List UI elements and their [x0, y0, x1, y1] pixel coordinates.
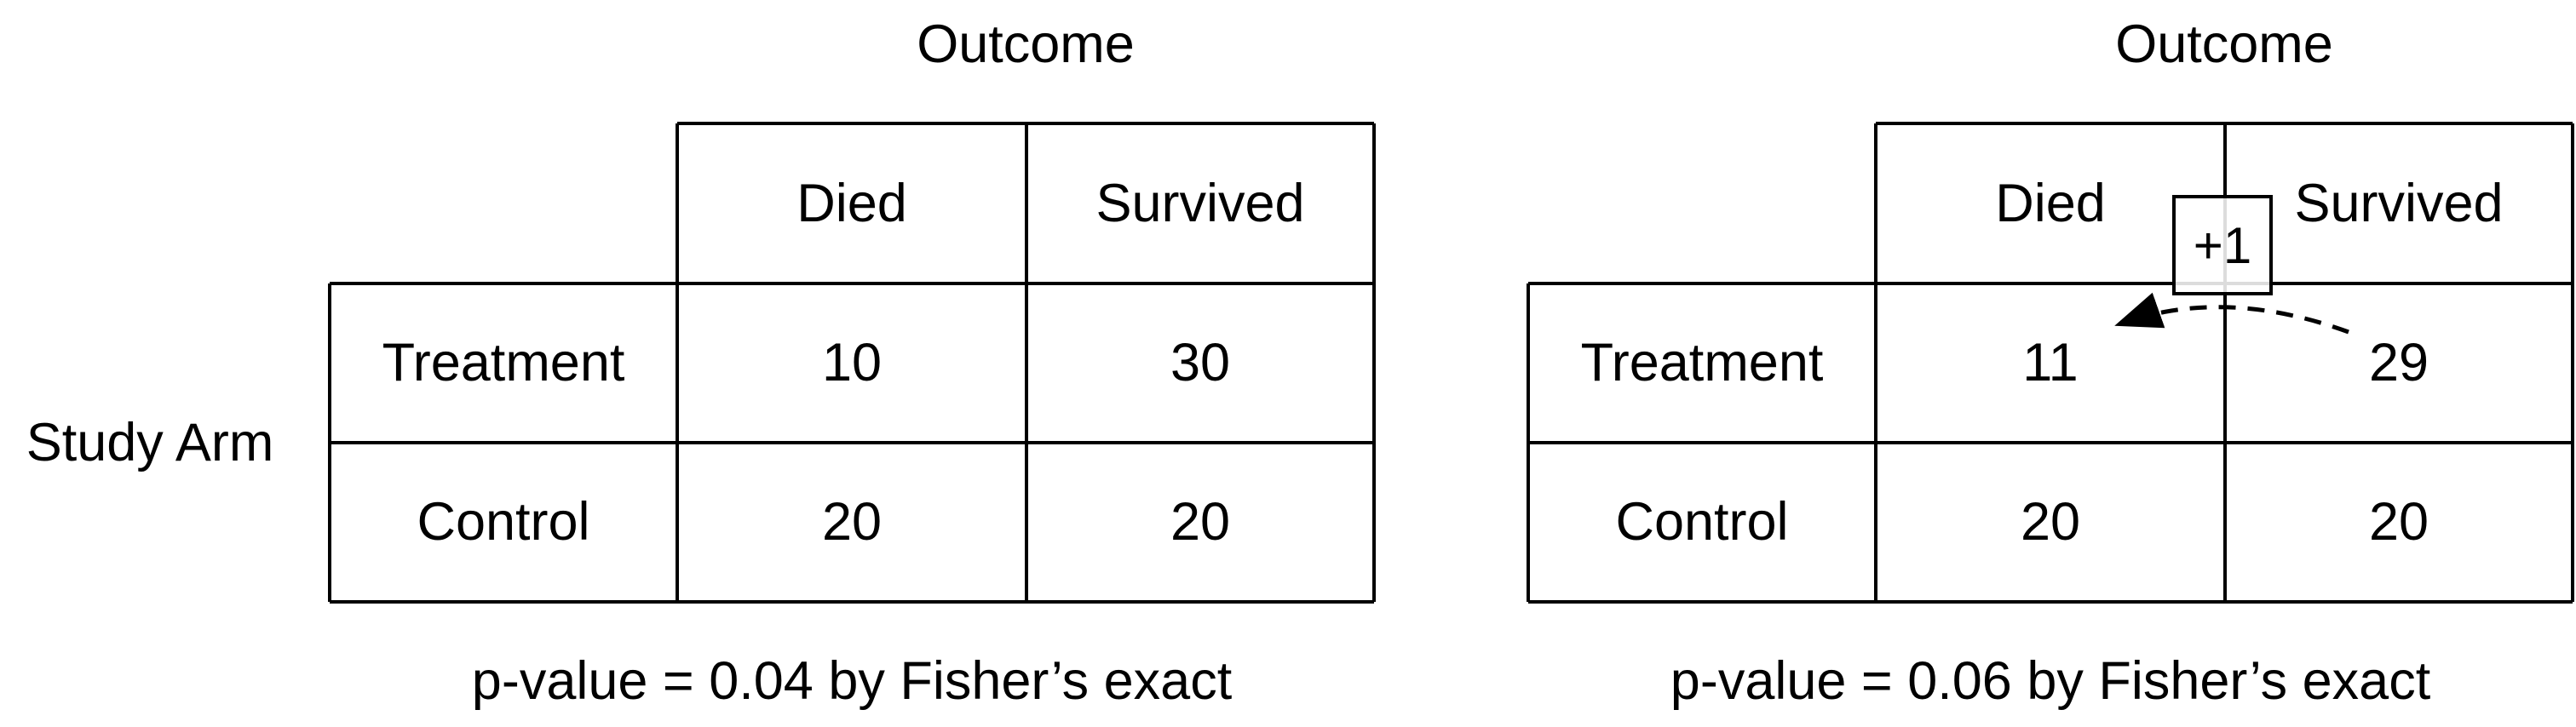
left-table-grid: [328, 122, 1376, 604]
outcome-header: Outcome: [917, 14, 1135, 74]
ghost-divider-line: [2223, 198, 2227, 292]
p-value-caption: p-value = 0.06 by Fisher’s exact: [1670, 650, 2431, 711]
plus-one-badge: +1: [2172, 195, 2273, 295]
cell-control-died: 20: [821, 492, 883, 552]
cell-control-survived: 20: [1170, 492, 1231, 552]
row-label-treatment: Treatment: [382, 333, 625, 392]
plus-one-badge-label: +1: [2193, 216, 2252, 274]
row-label-control: Control: [1615, 492, 1789, 552]
column-header-died: Died: [1995, 173, 2106, 233]
row-label-control: Control: [417, 492, 590, 552]
column-header-survived: Survived: [1095, 173, 1305, 233]
column-header-survived: Survived: [2294, 173, 2504, 233]
cell-control-died: 20: [2020, 492, 2081, 552]
row-label-treatment: Treatment: [1580, 333, 1824, 392]
study-arm-axis-label: Study Arm: [26, 412, 274, 472]
cell-treatment-died: 10: [821, 333, 883, 392]
cell-control-survived: 20: [2368, 492, 2429, 552]
cell-treatment-survived: 30: [1170, 333, 1231, 392]
ghost-header-line: [2176, 282, 2269, 285]
cell-treatment-survived: 29: [2368, 333, 2429, 392]
column-header-died: Died: [796, 173, 907, 233]
cell-treatment-died: 11: [2022, 333, 2079, 392]
p-value-caption: p-value = 0.04 by Fisher’s exact: [471, 650, 1233, 711]
outcome-header: Outcome: [2115, 14, 2333, 74]
